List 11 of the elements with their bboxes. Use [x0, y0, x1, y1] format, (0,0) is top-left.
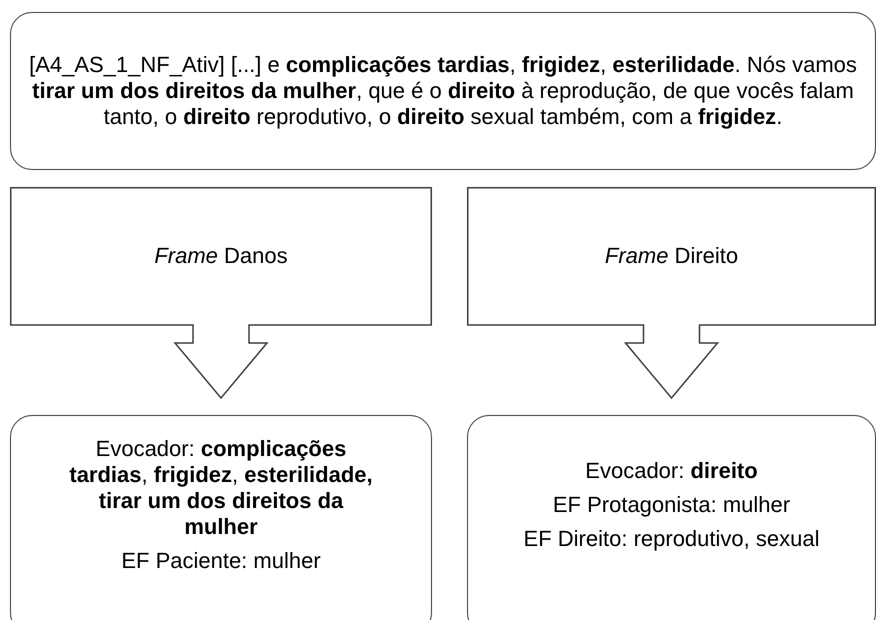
result-box — [10, 415, 432, 620]
frame-element-text: EF Protagonista: mulher — [552, 492, 790, 518]
frame-element-text: EF Paciente: mulher — [121, 548, 321, 574]
quote-text: [A4_AS_1_NF_Ativ] [...] e complicações tardias, frigidez, esterilidade. Nós vamos tirar um dos direitos da mulher, que é o direito à reprodução, de que vocês falam tanto, o direito reprodutivo, o direito sexual também, com a frigidez. — [28, 52, 858, 130]
frame-label: Frame Danos — [154, 243, 288, 269]
frame-label: Frame Direito — [604, 243, 738, 269]
evoker-text: Evocador: direito — [585, 458, 758, 484]
evoker-text: Evocador: complicações tardias, frigidez, esterilidade, tirar um dos direitos da mulher — [68, 436, 374, 540]
quote-box — [10, 12, 876, 170]
result-box — [467, 415, 876, 620]
frame-element-text: EF Direito: reprodutivo, sexual — [524, 526, 820, 552]
